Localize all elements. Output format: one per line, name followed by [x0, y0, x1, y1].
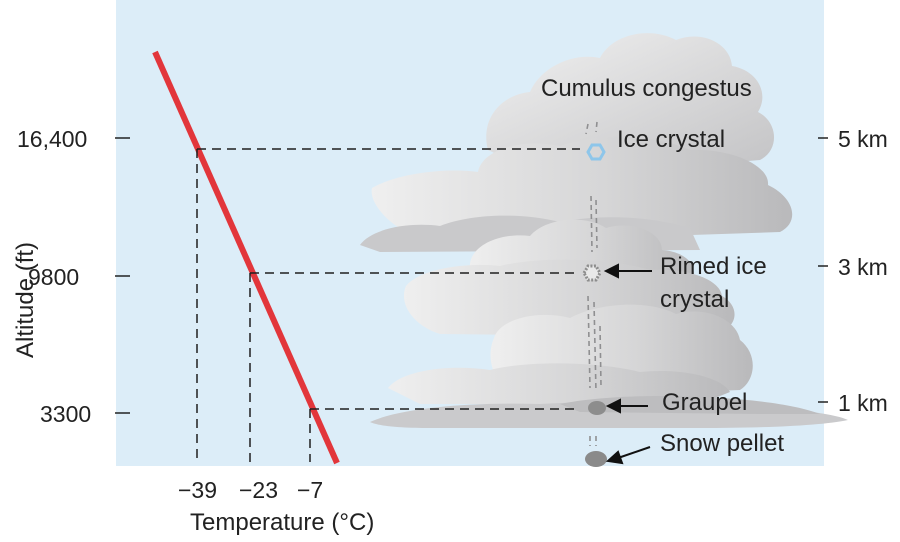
graupel-label: Graupel — [662, 389, 747, 416]
temperature-tick-minus23: −23 — [239, 477, 278, 503]
temperature-tick-minus7: −7 — [297, 477, 323, 503]
snow-pellet-icon — [585, 451, 607, 467]
temperature-profile-line — [152, 50, 340, 465]
km-tick-3: 3 km — [838, 254, 888, 280]
graupel-icon — [588, 401, 606, 415]
km-ticks — [818, 137, 828, 403]
altitude-tick-16400: 16,400 — [17, 126, 87, 152]
dashed-guides — [196, 148, 580, 462]
hexagon-ice-crystal-icon — [586, 143, 606, 161]
altitude-ticks — [115, 137, 130, 414]
snow-pellet-label: Snow pellet — [660, 430, 784, 457]
ice-crystal-label: Ice crystal — [617, 126, 725, 153]
km-tick-5: 5 km — [838, 126, 888, 152]
rimed-crystal-icon — [582, 264, 602, 282]
rimed-ice-crystal-label-2: crystal — [660, 286, 729, 313]
cumulus-cloud — [360, 33, 848, 428]
altitude-tick-3300: 3300 — [40, 401, 91, 427]
rimed-ice-crystal-label-1: Rimed ice — [660, 253, 767, 280]
temperature-axis-title: Temperature (°C) — [190, 509, 374, 536]
cloud-title: Cumulus congestus — [541, 75, 752, 102]
altitude-tick-9800: 9800 — [28, 264, 79, 290]
fall-streaks — [585, 121, 602, 446]
arrow-snow-pellet — [617, 446, 651, 459]
km-tick-1: 1 km — [838, 390, 888, 416]
arrows — [603, 263, 652, 465]
temperature-tick-minus39: −39 — [178, 477, 217, 503]
altitude-axis-title: Altitude (ft) — [12, 242, 39, 358]
